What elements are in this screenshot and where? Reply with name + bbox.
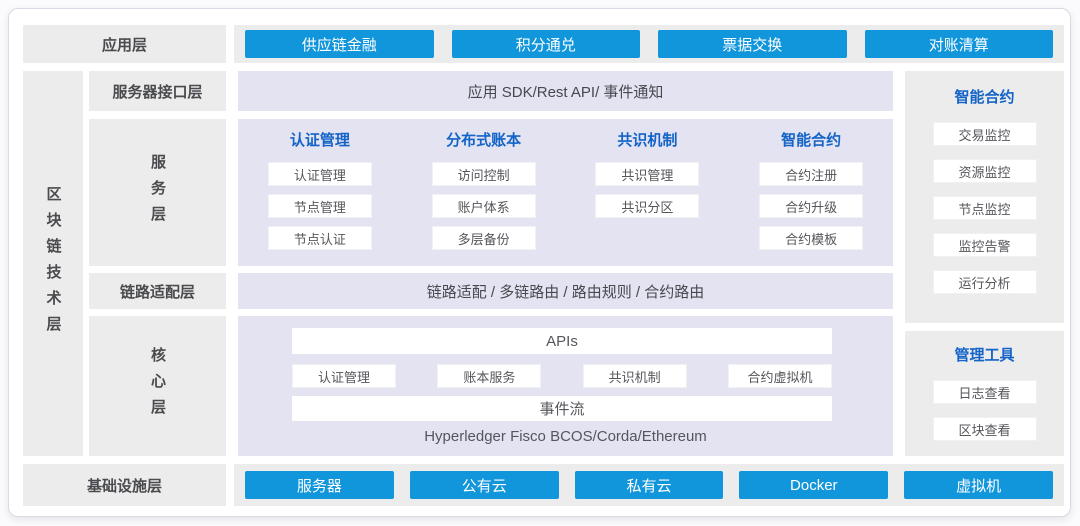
service-col-smart-contract: 智能合约 合约注册 合约升级 合约模板 [759,131,864,250]
ledger-service-chip: 账本服务 [437,364,542,388]
service-layer-label: 服务层 [149,153,166,232]
bill-exchange-button[interactable]: 票据交换 [658,30,847,58]
account-system-chip: 账户体系 [431,194,536,218]
auth-mgmt-header: 认证管理 [289,132,350,149]
sidebar-tools-items: 日志查看 区块查看 [932,380,1037,441]
server-interface-layer-label: 服务器接口层 [89,71,226,111]
sidebar-management-tools-title: 管理工具 [954,347,1015,364]
contract-template-chip: 合约模板 [759,226,864,250]
service-col-distributed-ledger: 分布式账本 访问控制 账户体系 多层备份 [431,131,536,250]
vm-button[interactable]: 虚拟机 [904,471,1053,499]
core-layer-panel: APIs 认证管理 账本服务 共识机制 合约虚拟机 事件流 Hyperledge… [238,316,893,456]
app-layer-label: 应用层 [23,25,226,63]
contract-vm-chip: 合约虚拟机 [727,364,832,388]
node-authentication-chip: 节点认证 [267,226,372,250]
smart-contract-header: 智能合约 [781,132,842,149]
monitoring-alert-chip: 监控告警 [932,233,1037,257]
blockchain-tech-layer-label: 区块链技术层 [44,185,62,342]
resource-monitoring-chip: 资源监控 [932,159,1037,183]
reconciliation-clearing-button[interactable]: 对账清算 [864,30,1053,58]
multilayer-backup-chip: 多层备份 [431,226,536,250]
service-layer-label-box: 服务层 [89,119,226,266]
supply-chain-finance-button[interactable]: 供应链金融 [245,30,434,58]
authentication-management-chip: 认证管理 [267,162,372,186]
service-col-authentication: 认证管理 认证管理 节点管理 节点认证 [267,131,372,250]
link-adapt-layer-label: 链路适配层 [89,273,226,309]
infra-layer-strip: 服务器 公有云 私有云 Docker 虚拟机 [234,464,1064,506]
distributed-ledger-header: 分布式账本 [446,132,522,149]
sidebar-monitoring-items: 交易监控 资源监控 节点监控 监控告警 运行分析 [932,122,1037,294]
consensus-header: 共识机制 [617,132,678,149]
core-layer-label-box: 核心层 [89,316,226,456]
sdk-api-bar: 应用 SDK/Rest API/ 事件通知 [238,71,893,111]
transaction-monitoring-chip: 交易监控 [932,122,1037,146]
contract-upgrade-chip: 合约升级 [759,194,864,218]
log-viewer-chip: 日志查看 [932,380,1037,404]
consensus-management-chip: 共识管理 [595,162,700,186]
access-control-chip: 访问控制 [431,162,536,186]
contract-registration-chip: 合约注册 [759,162,864,186]
docker-button[interactable]: Docker [739,471,889,499]
core-modules-row: 认证管理 账本服务 共识机制 合约虚拟机 [292,364,832,388]
points-exchange-button[interactable]: 积分通兑 [451,30,640,58]
server-button[interactable]: 服务器 [245,471,394,499]
sidebar-smart-contract-title: 智能合约 [954,89,1015,106]
event-stream-bar: 事件流 [292,396,832,421]
block-viewer-chip: 区块查看 [932,417,1037,441]
link-adapt-bar: 链路适配 / 多链路由 / 路由规则 / 合约路由 [238,273,893,309]
blockchain-tech-layer-bar: 区块链技术层 [23,71,83,456]
private-cloud-button[interactable]: 私有云 [574,471,724,499]
service-layer-panel: 认证管理 认证管理 节点管理 节点认证 分布式账本 访问控制 账户体系 多层备份… [238,119,893,266]
app-layer-strip: 供应链金融 积分通兑 票据交换 对账清算 [234,25,1064,63]
public-cloud-button[interactable]: 公有云 [409,471,559,499]
core-consensus-chip: 共识机制 [582,364,687,388]
infra-layer-label: 基础设施层 [23,464,226,506]
diagram-card: 应用层 供应链金融 积分通兑 票据交换 对账清算 区块链技术层 服务器接口层 服… [8,8,1071,517]
platforms-text: Hyperledger Fisco BCOS/Corda/Ethereum [424,427,707,445]
consensus-partition-chip: 共识分区 [595,194,700,218]
service-col-consensus: 共识机制 共识管理 共识分区 [595,131,700,250]
operation-analysis-chip: 运行分析 [932,270,1037,294]
core-authentication-management-chip: 认证管理 [292,364,396,388]
node-management-chip: 节点管理 [267,194,372,218]
node-monitoring-chip: 节点监控 [932,196,1037,220]
core-layer-label: 核心层 [149,347,166,425]
sidebar-smart-contract-section: 智能合约 交易监控 资源监控 节点监控 监控告警 运行分析 [905,71,1064,323]
sidebar-management-tools-section: 管理工具 日志查看 区块查看 [905,331,1064,456]
apis-bar: APIs [292,328,832,354]
